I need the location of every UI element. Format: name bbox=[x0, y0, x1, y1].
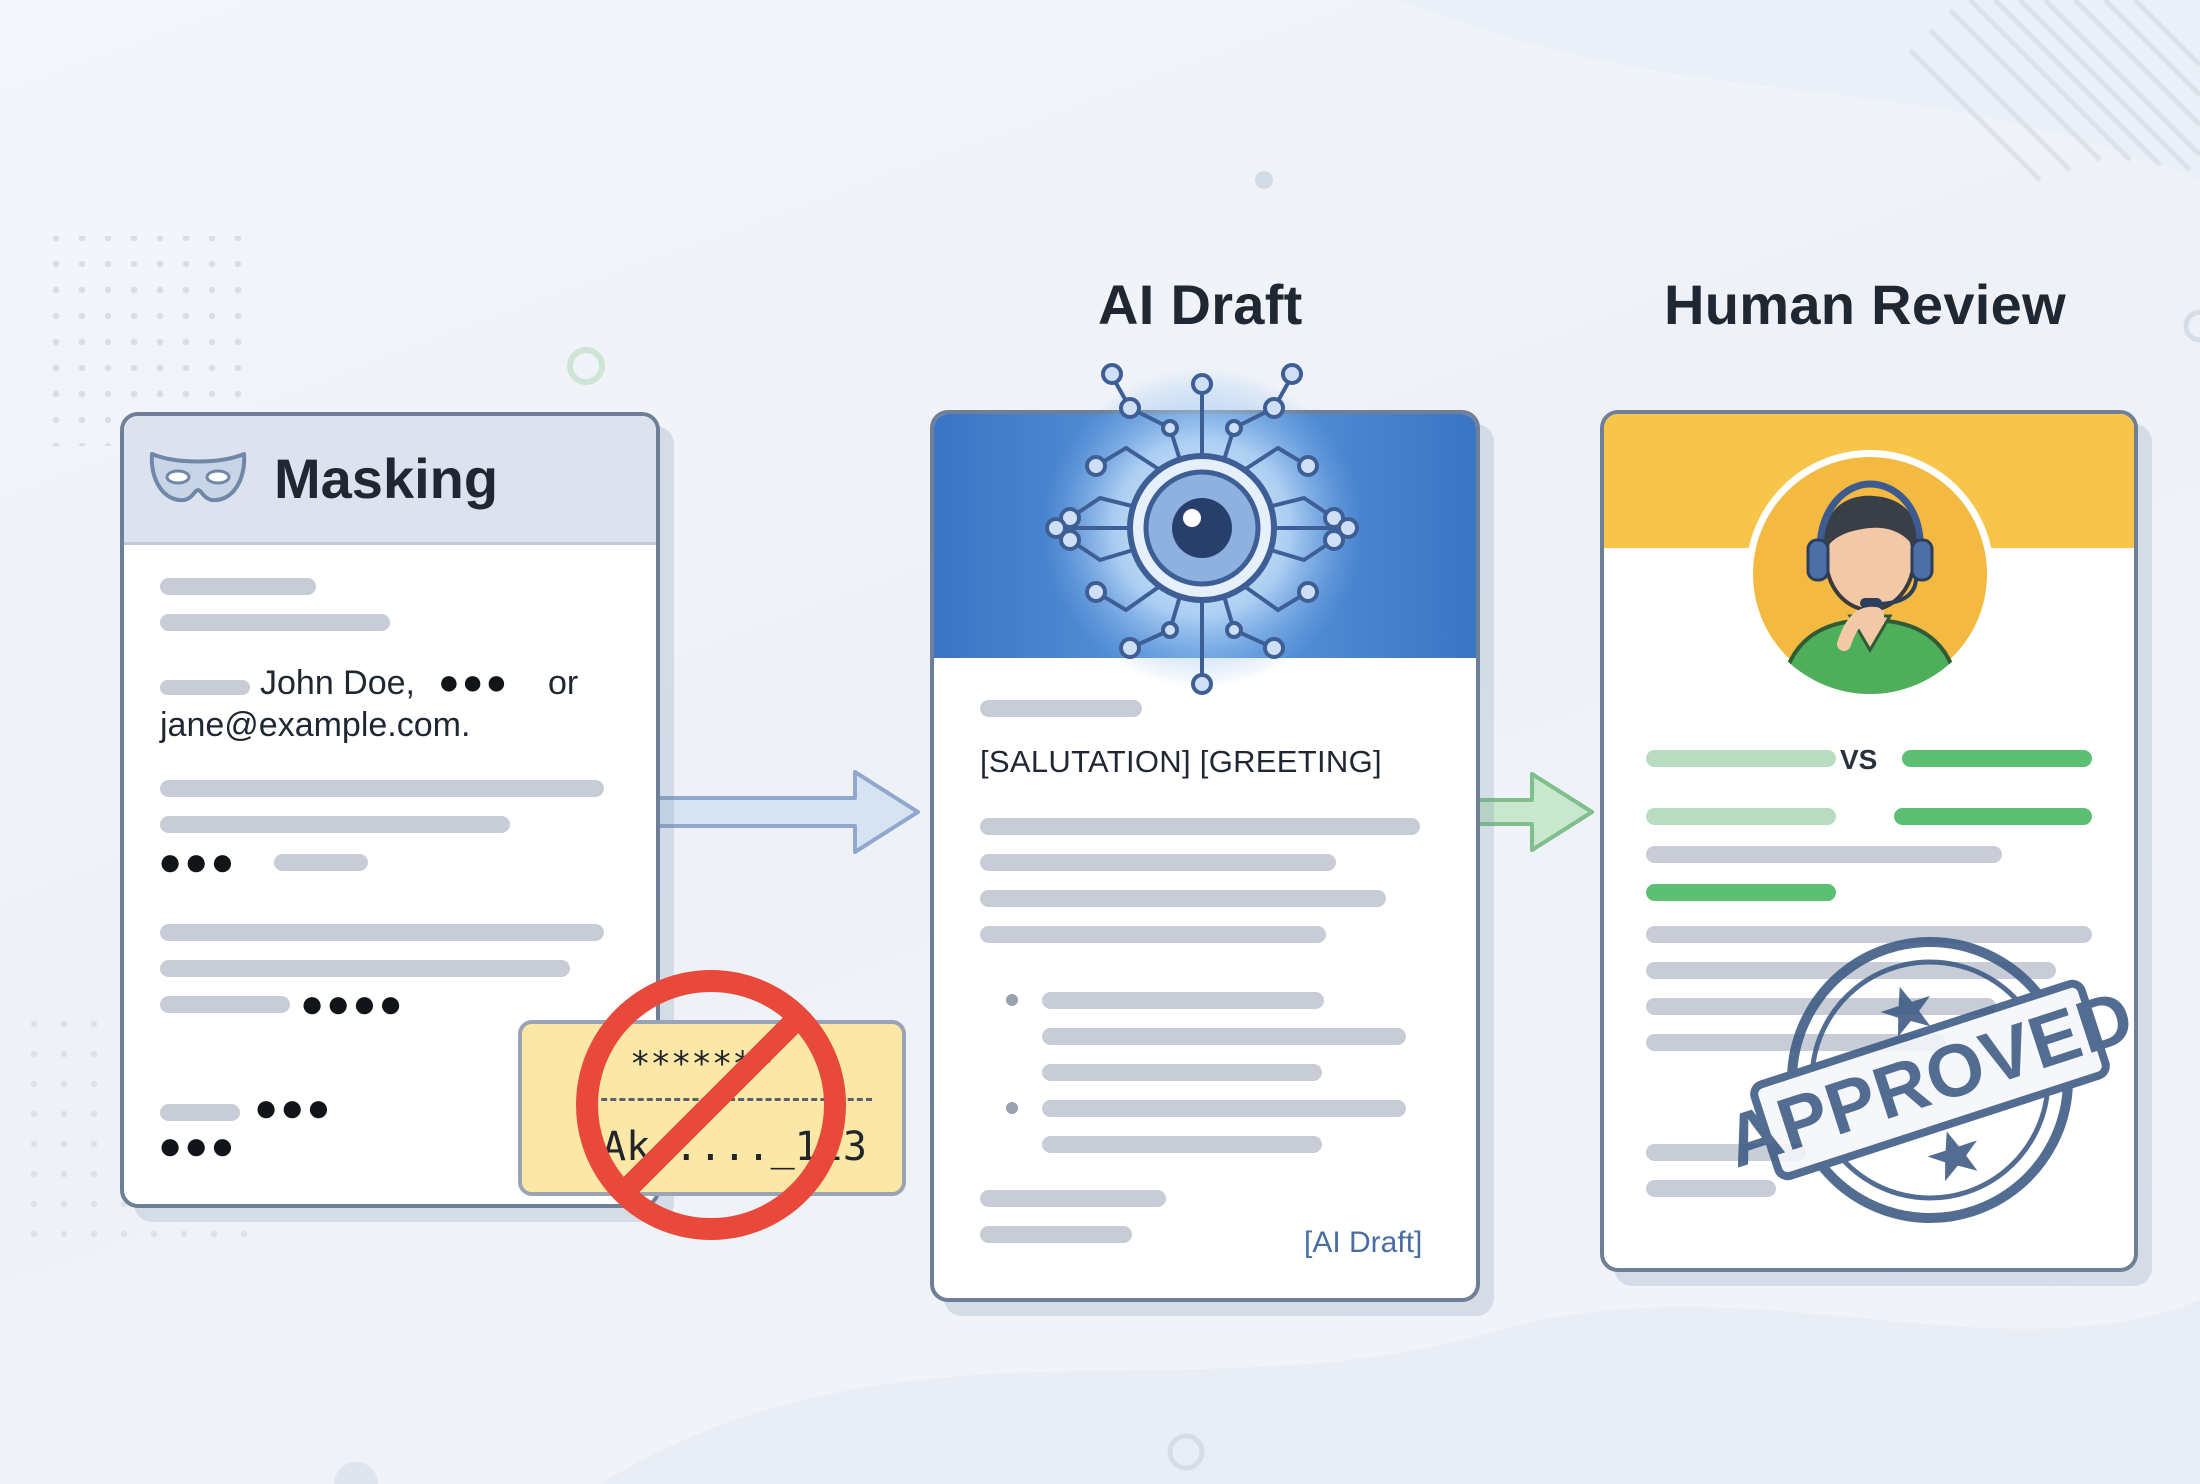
placeholder-line bbox=[1042, 1064, 1322, 1081]
placeholder-line bbox=[160, 924, 604, 941]
placeholder-line bbox=[1646, 1144, 1806, 1161]
placeholder-line bbox=[160, 614, 390, 631]
placeholder-line bbox=[1646, 926, 2092, 943]
placeholder-line bbox=[980, 926, 1326, 943]
sample-name-text: John Doe, bbox=[260, 664, 415, 702]
prohibited-icon bbox=[576, 970, 846, 1240]
placeholder-line bbox=[980, 854, 1336, 871]
compare-line-original bbox=[1646, 750, 1836, 767]
mask-icon bbox=[149, 452, 247, 503]
placeholder-line bbox=[1042, 992, 1324, 1009]
masking-title: Masking bbox=[274, 447, 499, 510]
arrow-masking-to-draft bbox=[656, 770, 920, 854]
sample-or-text: or bbox=[548, 664, 579, 702]
placeholder-line bbox=[980, 818, 1420, 835]
placeholder-line bbox=[160, 680, 250, 695]
stage-title-ai-draft: AI Draft bbox=[1098, 273, 1303, 336]
compare-line-revised bbox=[1894, 808, 2092, 825]
placeholder-line bbox=[980, 1226, 1132, 1243]
masked-dots: ●●● bbox=[254, 1086, 333, 1130]
placeholder-line bbox=[160, 1104, 240, 1121]
placeholder-line bbox=[1042, 1100, 1406, 1117]
placeholder-line bbox=[160, 578, 316, 595]
placeholder-line bbox=[1042, 1028, 1406, 1045]
placeholder-line bbox=[1646, 846, 2002, 863]
masked-dots: ●●● bbox=[158, 840, 237, 884]
bullet-dot bbox=[1006, 994, 1018, 1006]
placeholder-line bbox=[980, 890, 1386, 907]
placeholder-line bbox=[160, 996, 290, 1013]
placeholder-line bbox=[980, 700, 1142, 717]
bullet-dot bbox=[1006, 1102, 1018, 1114]
placeholder-line bbox=[274, 854, 368, 871]
placeholder-line bbox=[980, 1190, 1166, 1207]
masked-dots: ●●●● bbox=[300, 982, 405, 1026]
draft-placeholder-text: [SALUTATION] [GREETING] bbox=[980, 744, 1382, 779]
support-agent-avatar-icon bbox=[1746, 450, 1994, 698]
masked-dots: ●●● bbox=[438, 661, 510, 702]
arrow-draft-to-review bbox=[1472, 772, 1594, 852]
stage-title-human-review: Human Review bbox=[1664, 273, 2066, 336]
placeholder-line bbox=[1646, 1180, 1776, 1197]
placeholder-line bbox=[160, 960, 570, 977]
compare-line-revised bbox=[1646, 884, 1836, 901]
ai-circuit-eye-icon bbox=[1042, 363, 1362, 695]
compare-line-revised bbox=[1902, 750, 2092, 767]
compare-vs-label: VS bbox=[1840, 744, 1878, 775]
compare-line-original bbox=[1646, 808, 1836, 825]
ai-draft-tag: [AI Draft] bbox=[1304, 1226, 1423, 1259]
sample-email-text: jane@example.com. bbox=[160, 706, 471, 744]
placeholder-line bbox=[160, 780, 604, 797]
approved-stamp-icon: APPROVED bbox=[1715, 937, 2144, 1223]
placeholder-line bbox=[160, 816, 510, 833]
masked-dots: ●●● bbox=[158, 1124, 237, 1168]
placeholder-line bbox=[1042, 1136, 1322, 1153]
